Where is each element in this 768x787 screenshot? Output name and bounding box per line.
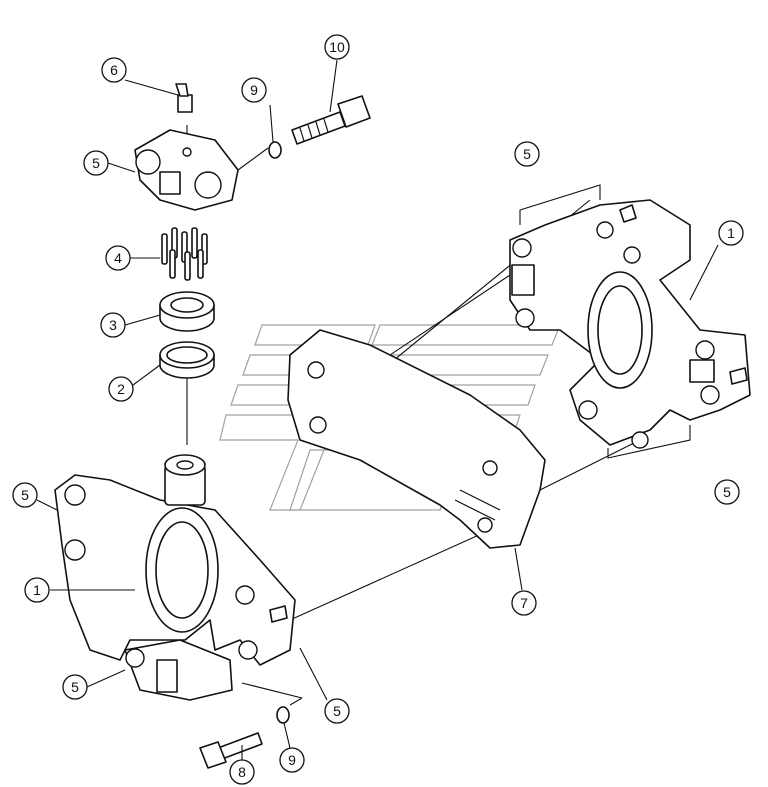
callout-5-bottom: 5 [324,698,350,724]
callout-label: 7 [520,595,528,611]
callout-label: 8 [238,764,246,780]
callout-6: 6 [101,57,127,83]
needle-rollers [161,227,208,281]
callout-5-right: 5 [714,479,740,505]
bearing-cap [134,129,239,211]
flange-yoke [287,329,546,549]
callout-1-left: 1 [24,577,50,603]
lock-washer [268,141,282,159]
callout-label: 6 [110,62,118,78]
callout-leaders [36,59,719,760]
callout-label: 4 [114,250,122,266]
callout-label: 1 [727,225,735,241]
callout-label: 2 [117,381,125,397]
callout-5-top-right: 5 [514,141,540,167]
callout-label: 5 [333,703,341,719]
callout-label: 5 [723,484,731,500]
cross-journal-lower [54,454,296,701]
callout-9-bottom: 9 [279,747,305,773]
callout-8: 8 [229,759,255,785]
callout-2: 2 [108,376,134,402]
callout-4: 4 [105,245,131,271]
callout-5-top-left: 5 [83,150,109,176]
callout-1-right: 1 [718,220,744,246]
grease-fitting [175,83,193,113]
bearing-cup [159,341,215,379]
callout-label: 5 [71,679,79,695]
callout-label: 9 [288,752,296,768]
cap-bolt [199,732,263,769]
callout-9-top: 9 [241,77,267,103]
callout-3: 3 [100,312,126,338]
callout-5-bottom-left: 5 [62,674,88,700]
cross-journal-upper [509,199,751,449]
lock-washer-lower [276,706,290,724]
cap-bolt-long [291,95,371,145]
callout-5-left: 5 [12,482,38,508]
callout-label: 5 [523,146,531,162]
bearing-cage [159,291,215,332]
callout-label: 5 [92,155,100,171]
callout-label: 3 [109,317,117,333]
callout-label: 1 [33,582,41,598]
callout-label: 10 [329,39,345,55]
callout-10: 10 [324,34,350,60]
callout-7: 7 [511,590,537,616]
callout-label: 5 [21,487,29,503]
callout-label: 9 [250,82,258,98]
